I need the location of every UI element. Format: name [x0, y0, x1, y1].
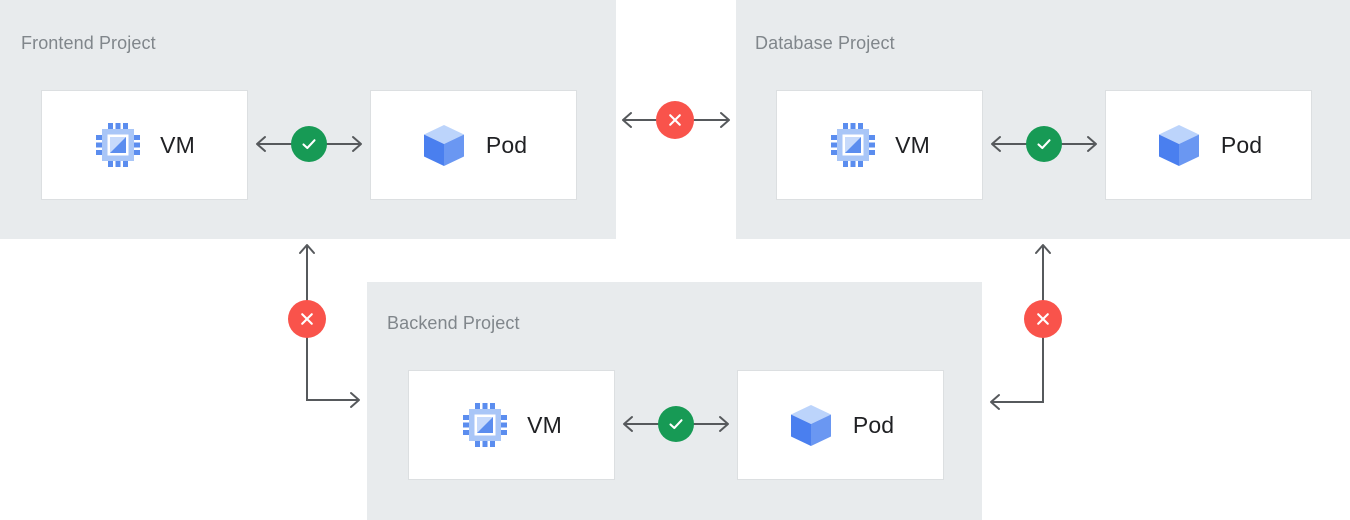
project-title-frontend: Frontend Project [21, 33, 156, 53]
cube-icon [420, 121, 468, 169]
cross-icon [301, 313, 313, 325]
resource-label-frontend-pod: Pod [485, 131, 528, 158]
resource-label-backend-vm: VM [527, 411, 562, 438]
cross-icon [669, 114, 681, 126]
cpu-chip-icon [829, 121, 877, 169]
status-badge-database-internal-allowed[interactable] [1026, 126, 1062, 162]
resource-card-frontend-pod[interactable]: Pod [370, 90, 577, 200]
resource-label-frontend-vm: VM [160, 131, 195, 158]
cpu-chip-icon [94, 121, 142, 169]
check-icon [302, 139, 316, 150]
resource-card-backend-pod[interactable]: Pod [737, 370, 944, 480]
resource-card-frontend-vm[interactable]: VM [41, 90, 248, 200]
cross-icon [1037, 313, 1049, 325]
project-title-backend: Backend Project [387, 313, 520, 333]
status-badge-database-backend-blocked[interactable] [1024, 300, 1062, 338]
check-icon [1037, 139, 1051, 150]
status-badge-frontend-database-blocked[interactable] [656, 101, 694, 139]
cube-icon [787, 401, 835, 449]
cpu-chip-icon [461, 401, 509, 449]
status-badge-frontend-internal-allowed[interactable] [291, 126, 327, 162]
resource-label-backend-pod: Pod [852, 411, 895, 438]
status-badge-backend-internal-allowed[interactable] [658, 406, 694, 442]
resource-card-database-pod[interactable]: Pod [1105, 90, 1312, 200]
cube-icon [1155, 121, 1203, 169]
resource-label-database-pod: Pod [1220, 131, 1263, 158]
resource-label-database-vm: VM [895, 131, 930, 158]
project-title-database: Database Project [755, 33, 895, 53]
resource-card-backend-vm[interactable]: VM [408, 370, 615, 480]
check-icon [669, 419, 683, 430]
resource-card-database-vm[interactable]: VM [776, 90, 983, 200]
status-badge-frontend-backend-blocked[interactable] [288, 300, 326, 338]
